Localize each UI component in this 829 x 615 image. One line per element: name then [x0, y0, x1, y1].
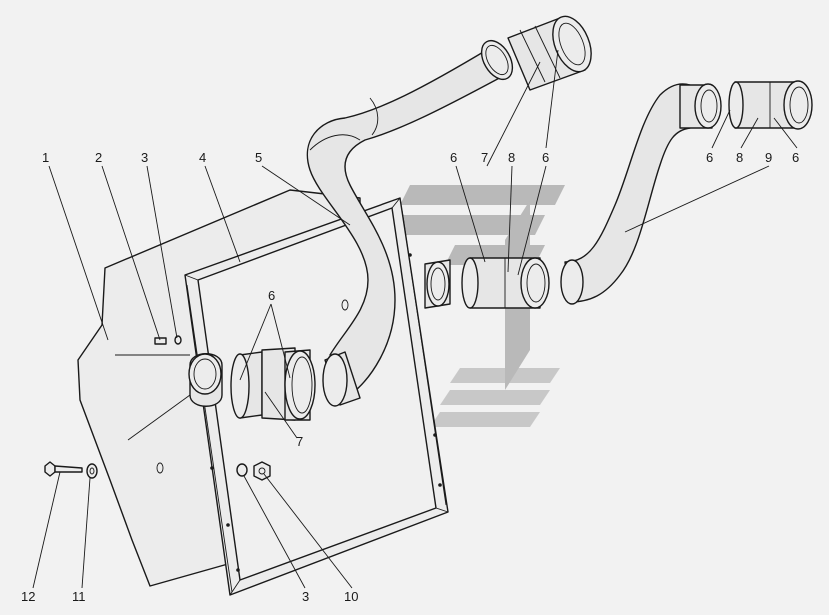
callout-9: 9 [765, 150, 772, 165]
callout-6: 6 [268, 288, 275, 303]
right-coupling-set [728, 80, 813, 130]
callout-7: 7 [481, 150, 488, 165]
callout-8: 8 [736, 150, 743, 165]
s-pipe [306, 39, 514, 407]
callout-5: 5 [255, 150, 262, 165]
small-fasteners [154, 335, 271, 481]
leader-lines [32, 49, 798, 589]
callout-2: 2 [95, 150, 102, 165]
callout-6: 6 [542, 150, 549, 165]
left-coupling-set [230, 347, 316, 421]
callout-10: 10 [344, 589, 358, 604]
callout-labels: 1 2 3 4 5 6 7 8 6 6 8 9 6 6 7 12 11 3 10 [21, 150, 799, 604]
callout-7: 7 [296, 434, 303, 449]
bolt-and-washer [44, 461, 98, 479]
callout-12: 12 [21, 589, 35, 604]
callout-11: 11 [72, 589, 86, 604]
right-pipe [560, 83, 722, 305]
callout-4: 4 [199, 150, 206, 165]
callout-6: 6 [450, 150, 457, 165]
callout-6: 6 [706, 150, 713, 165]
callout-6: 6 [792, 150, 799, 165]
top-coupling-set [507, 15, 592, 91]
middle-coupling-set [424, 257, 550, 309]
left-outlet-stub [188, 353, 223, 407]
callout-3: 3 [141, 150, 148, 165]
callout-1: 1 [42, 150, 49, 165]
callout-3: 3 [302, 589, 309, 604]
callout-8: 8 [508, 150, 515, 165]
